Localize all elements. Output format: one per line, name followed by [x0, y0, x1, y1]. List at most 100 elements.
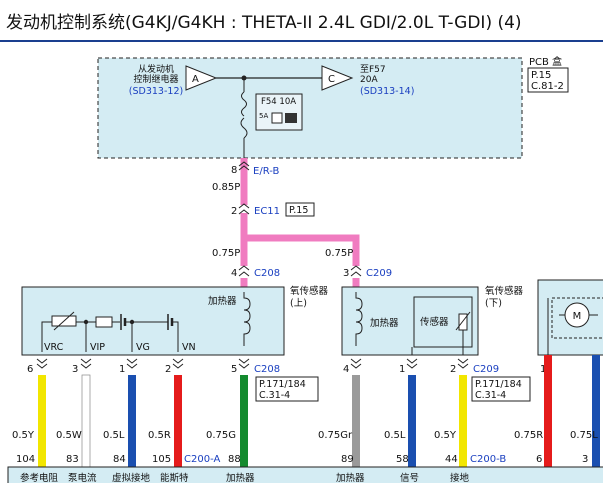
fuse-block-icon	[285, 113, 297, 123]
ec11-label: EC11	[254, 206, 280, 217]
motor-inner-box	[551, 297, 603, 339]
pin-mark	[457, 358, 469, 369]
fuse-small: 5A	[259, 112, 268, 120]
size-8: 0.5Y	[434, 430, 457, 441]
sensor-down-title-2: (下)	[485, 298, 502, 309]
vrc-line	[41, 321, 52, 352]
wire-075p-left: 0.75P	[212, 248, 240, 259]
bottom-wires	[38, 355, 600, 471]
vn-line	[172, 321, 179, 352]
pcb-conn-ref: C.81-2	[531, 81, 564, 92]
arrow-a-icon	[185, 65, 218, 91]
size-1: 0.5Y	[12, 430, 35, 441]
pin-motor: 1	[540, 364, 546, 375]
pin-up-2: 3	[72, 364, 78, 375]
label-vrc: VRC	[44, 342, 64, 353]
sensor-down-sensor: 传感器	[420, 316, 449, 328]
fuse-icon	[241, 91, 247, 117]
fuse-box	[255, 93, 303, 131]
pin-up-1: 6	[27, 364, 33, 375]
size-7: 0.5L	[384, 430, 406, 441]
sensor-up-ref-2: C.31-4	[259, 390, 290, 401]
pin-mark	[36, 358, 48, 369]
ec11-ref-box	[285, 202, 315, 217]
label-vn: VN	[182, 342, 196, 353]
ecm-box	[7, 466, 603, 483]
c200b-pin-1: 89	[341, 454, 354, 465]
size-5: 0.75G	[206, 430, 236, 441]
sensor-down-ref-2: C.31-4	[475, 390, 506, 401]
to-label-2: 20A	[360, 75, 378, 85]
ecm-label-7: 信号	[400, 472, 419, 483]
pin-down-2: 1	[399, 364, 405, 375]
size-6: 0.75Gr	[318, 430, 353, 441]
sensor-resistor-arrow	[455, 311, 471, 331]
far-pin-1: 6	[536, 454, 542, 465]
from-ref: (SD313-12)	[129, 86, 183, 97]
wire-red-2	[544, 355, 552, 470]
ecm-label-8: 接地	[450, 472, 470, 483]
pin-mark	[350, 358, 362, 369]
pin-up-3: 1	[119, 364, 125, 375]
to-ref: (SD313-14)	[360, 86, 414, 97]
c200a-pin-4: 105	[152, 454, 171, 465]
pcb-page-ref: P.15	[531, 70, 551, 81]
pin-mark	[238, 358, 250, 369]
sensor-up-title-1: 氧传感器	[290, 285, 329, 297]
wire-blue-2	[408, 375, 416, 470]
sensor-up-heater: 加热器	[208, 295, 237, 307]
heater-up-icon	[243, 292, 251, 346]
far-pin-2: 3	[582, 454, 588, 465]
pcb-label: PCB 盒	[529, 55, 562, 68]
from-label-1: 从发动机	[138, 63, 174, 75]
heater-down-icon	[355, 292, 363, 346]
pin-mark	[406, 358, 418, 369]
c200b-pin-3: 44	[445, 454, 458, 465]
pin-mark	[80, 358, 92, 369]
ecm-label-3: 虚拟接地	[112, 472, 151, 483]
connector-mark-c209-top	[350, 265, 362, 277]
ecm-label-5: 加热器	[226, 472, 255, 483]
wire-er-b: E/R-B	[253, 166, 279, 177]
ec11-pin: 2	[231, 206, 237, 217]
c200b-pin-2: 58	[396, 454, 409, 465]
resistor-arrow	[53, 311, 75, 331]
ec11-ref: P.15	[289, 205, 308, 216]
c209-top-label: C209	[366, 268, 392, 279]
c208-top-pin: 4	[231, 268, 237, 279]
c200a-pin-5: 88	[228, 454, 241, 465]
wire-blue-3	[592, 355, 600, 470]
connector-mark-ec11	[238, 203, 250, 215]
ecm-label-6: 加热器	[336, 472, 365, 483]
page-title: 发动机控制系统(G4KJ/G4KH : THETA-II 2.4L GDI/2.…	[6, 13, 522, 33]
title-bar: 发动机控制系统(G4KJ/G4KH : THETA-II 2.4L GDI/2.…	[0, 0, 603, 42]
fuse-symbol-icon	[271, 112, 283, 124]
sensor-resistor-icon	[458, 313, 468, 331]
sensor-up-title-2: (上)	[290, 298, 307, 309]
pin-up-4: 2	[165, 364, 171, 375]
wire-yellow-2	[459, 375, 467, 470]
pin-down-3: 2	[450, 364, 456, 375]
c208-top-label: C208	[254, 268, 280, 279]
cell-icon	[95, 316, 113, 328]
motor-symbol: M	[573, 311, 582, 322]
arrow-c-label: C	[328, 74, 335, 85]
c200b-label: C200-B	[470, 454, 506, 465]
sensor-up-ref-1: P.171/184	[259, 379, 306, 390]
pcb-ref-box	[527, 67, 569, 93]
sensor-down-ref-1: P.171/184	[475, 379, 522, 390]
pcb-box	[97, 57, 523, 159]
pin-top: 8	[231, 165, 237, 176]
arrow-a-label: A	[192, 74, 199, 85]
c200a-pin-3: 84	[113, 454, 126, 465]
wire-085p: 0.85P	[212, 182, 240, 193]
pin-mark	[172, 358, 184, 369]
wiring-diagram: PCB 盒 P.15 C.81-2 从发动机 控制继电器 (SD313-12) …	[7, 55, 603, 483]
pin-mark	[126, 358, 138, 369]
ecm-pin-labels: 参考电阻 泵电流 虚拟接地 能斯特 加热器 加热器 信号 接地	[20, 472, 470, 483]
wire-red-1	[174, 375, 182, 470]
pin-up-5: 5	[231, 364, 237, 375]
c200a-pin-1: 104	[16, 454, 35, 465]
c208-bottom-label: C208	[254, 364, 280, 375]
ecm-label-1: 参考电阻	[20, 472, 59, 483]
